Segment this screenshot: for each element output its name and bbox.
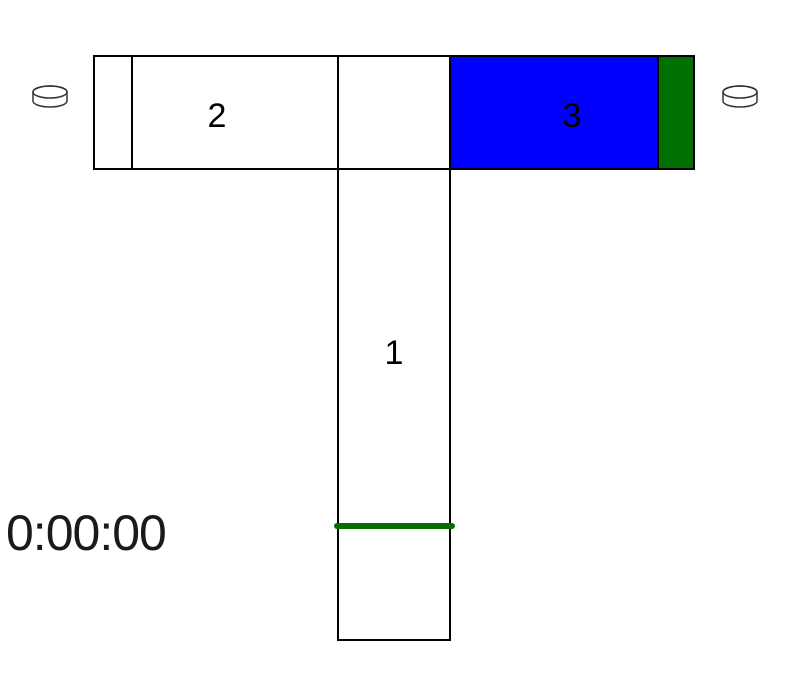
- segment-3-box[interactable]: [449, 55, 695, 170]
- segment-2-box[interactable]: [93, 55, 339, 170]
- timer-display: 0:00:00: [6, 505, 167, 561]
- segment-1-box[interactable]: [337, 168, 451, 641]
- segment-2-divider: [131, 55, 133, 170]
- pill-icon[interactable]: [30, 84, 70, 110]
- pill-icon[interactable]: [720, 84, 760, 110]
- segment-1-signal-line: [334, 523, 455, 529]
- segment-2-label: 2: [207, 97, 227, 135]
- segment-1-label: 1: [384, 334, 404, 372]
- segment-3-end-signal: [657, 57, 693, 168]
- junction-box[interactable]: [337, 55, 451, 170]
- segment-3-label: 3: [562, 97, 582, 135]
